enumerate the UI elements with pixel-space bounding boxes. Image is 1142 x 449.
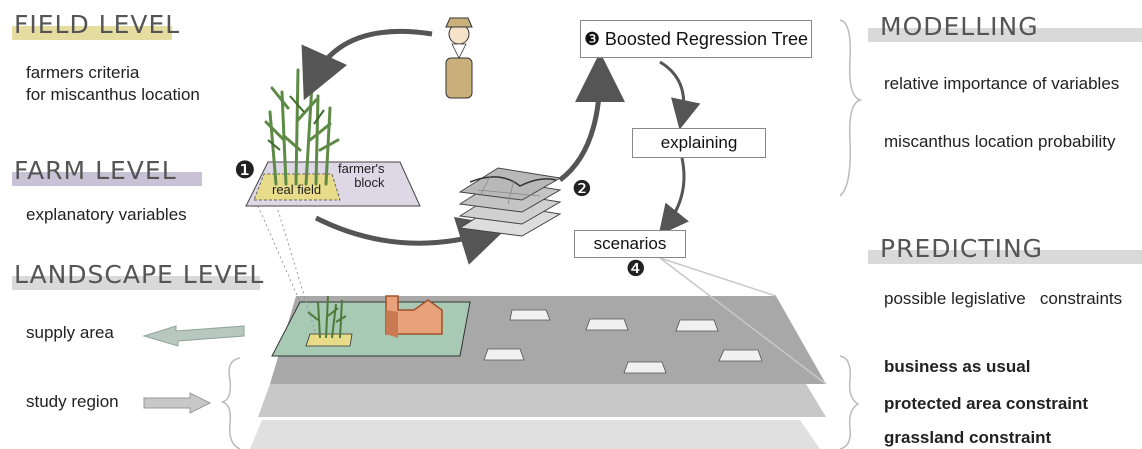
variables-to-brt-arrow [558,52,625,182]
scenario-grassland: grassland constraint [884,428,1052,447]
scenario-protected-area: protected area constraint [884,394,1089,413]
modelling-brace [839,19,863,197]
predicting-bar [868,250,1142,264]
farmer-to-field-arrow [301,28,433,101]
explaining-box: explaining [632,128,766,158]
step-marker-2: ❷ [572,176,592,201]
brt-label: Boosted Regression Tree [604,29,808,49]
explaining-to-scenarios-arrow [658,157,689,236]
landscape-level-bar [12,276,260,290]
miscanthus-plant-icon [264,68,340,186]
study-region-brace [221,357,241,449]
step-marker-3: ❸ [584,29,601,49]
study-region-label: study region [26,392,119,411]
field-level-bar [12,26,172,40]
step-marker-4: ❹ [626,256,646,281]
field-to-variables-arrow [314,215,510,265]
predicting-title: PREDICTING [880,234,1044,263]
step-marker-1: ❶ [234,157,256,184]
landscape-level-title: LANDSCAPE LEVEL [14,260,265,289]
landscape-layer-middle [258,384,826,417]
real-field-label: real field [272,182,322,197]
supply-field [305,333,353,347]
study-region-arrow [143,392,212,414]
supply-plant-icon [307,295,347,339]
predicting-item-constraints: possible legislative constraints [884,289,1123,308]
scenarios-box: scenarios [574,230,686,258]
variable-layers-icon [458,167,562,237]
supply-area-arrow [142,325,245,347]
farm-level-title: FARM LEVEL [14,156,177,185]
scenarios-brace [839,355,860,449]
modelling-bar [868,28,1142,42]
brt-box: ❸ Boosted Regression Tree [580,20,812,58]
scenarios-label: scenarios [593,234,667,253]
farm-description: explanatory variables [26,205,187,224]
landscape-layer-bottom [250,420,820,449]
field-description-line1: farmers criteria [26,63,140,82]
brt-to-explaining-arrow [659,60,701,130]
modelling-item-probability: miscanthus location probability [884,132,1116,151]
farmers-block-label: farmer's block [338,161,385,190]
explaining-label: explaining [660,133,738,152]
supply-area-label: supply area [26,323,114,342]
biorefinery-building-icon [385,295,443,338]
field-description-line2: for miscanthus location [26,85,200,104]
landscape-parcels [483,309,763,374]
farm-level-bar [12,172,202,186]
farmer-icon [445,17,473,99]
modelling-title: MODELLING [880,12,1039,41]
modelling-item-importance: relative importance of variables [884,74,1120,93]
scenario-business-as-usual: business as usual [884,357,1031,376]
field-level-title: FIELD LEVEL [14,10,181,39]
